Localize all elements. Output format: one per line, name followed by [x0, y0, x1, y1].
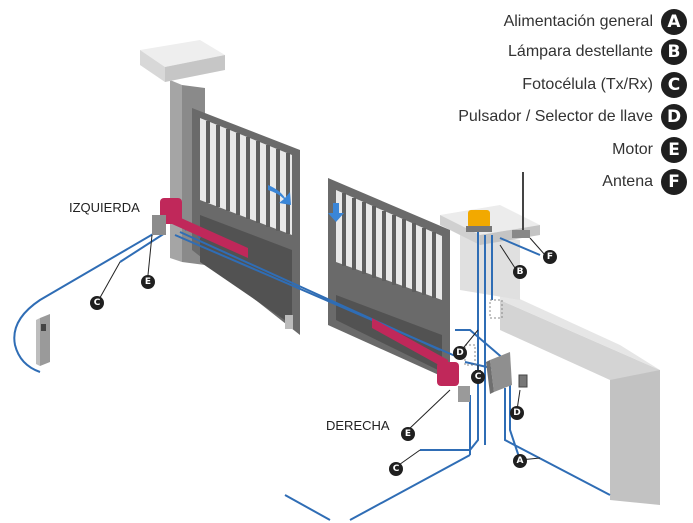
key-selector	[518, 374, 528, 388]
legend-label: Antena	[602, 173, 653, 190]
marker-c-bottom: C	[389, 462, 403, 476]
antenna	[512, 172, 530, 238]
marker-a: A	[513, 454, 527, 468]
legend-item-photocell: Fotocélula (Tx/Rx) C	[522, 71, 687, 99]
marker-d-upper: D	[453, 346, 467, 360]
right-wall	[500, 290, 660, 505]
legend-item-antenna: Antena F	[602, 168, 687, 196]
motor-right	[372, 318, 459, 386]
marker-d-lower: D	[510, 406, 524, 420]
marker-c-right: C	[471, 370, 485, 384]
opening-arrow-right-icon	[328, 203, 344, 222]
legend-label: Fotocélula (Tx/Rx)	[522, 76, 653, 93]
legend-badge: A	[661, 9, 687, 35]
legend-badge: E	[661, 137, 687, 163]
right-gate-leaf	[328, 178, 450, 380]
legend-item-lamp: Lámpara destellante B	[508, 38, 687, 66]
legend-badge: C	[661, 72, 687, 98]
label-right-side: DERECHA	[326, 418, 390, 433]
legend-badge: F	[661, 169, 687, 195]
marker-e-right: E	[401, 427, 415, 441]
left-gate-leaf	[192, 108, 300, 335]
right-pillar	[440, 205, 540, 300]
legend-label: Alimentación general	[503, 13, 653, 30]
legend-label: Motor	[612, 141, 653, 158]
photocell-post-left	[36, 314, 50, 366]
marker-c-left: C	[90, 296, 104, 310]
legend-label: Pulsador / Selector de llave	[458, 108, 653, 125]
opening-arrow-left-icon	[268, 185, 291, 205]
legend-badge: D	[661, 104, 687, 130]
marker-f: F	[543, 250, 557, 264]
legend-item-selector: Pulsador / Selector de llave D	[458, 103, 687, 131]
control-unit	[486, 352, 512, 394]
marker-e-left: E	[141, 275, 155, 289]
legend-badge: B	[661, 39, 687, 65]
motor-left	[152, 198, 248, 258]
marker-b: B	[513, 265, 527, 279]
flashing-lamp	[466, 210, 492, 232]
photocell-dashed-outlines	[464, 299, 503, 366]
legend-label: Lámpara destellante	[508, 43, 653, 60]
legend-item-motor: Motor E	[612, 136, 687, 164]
legend-item-power: Alimentación general A	[504, 8, 687, 36]
label-left-side: IZQUIERDA	[69, 200, 140, 215]
